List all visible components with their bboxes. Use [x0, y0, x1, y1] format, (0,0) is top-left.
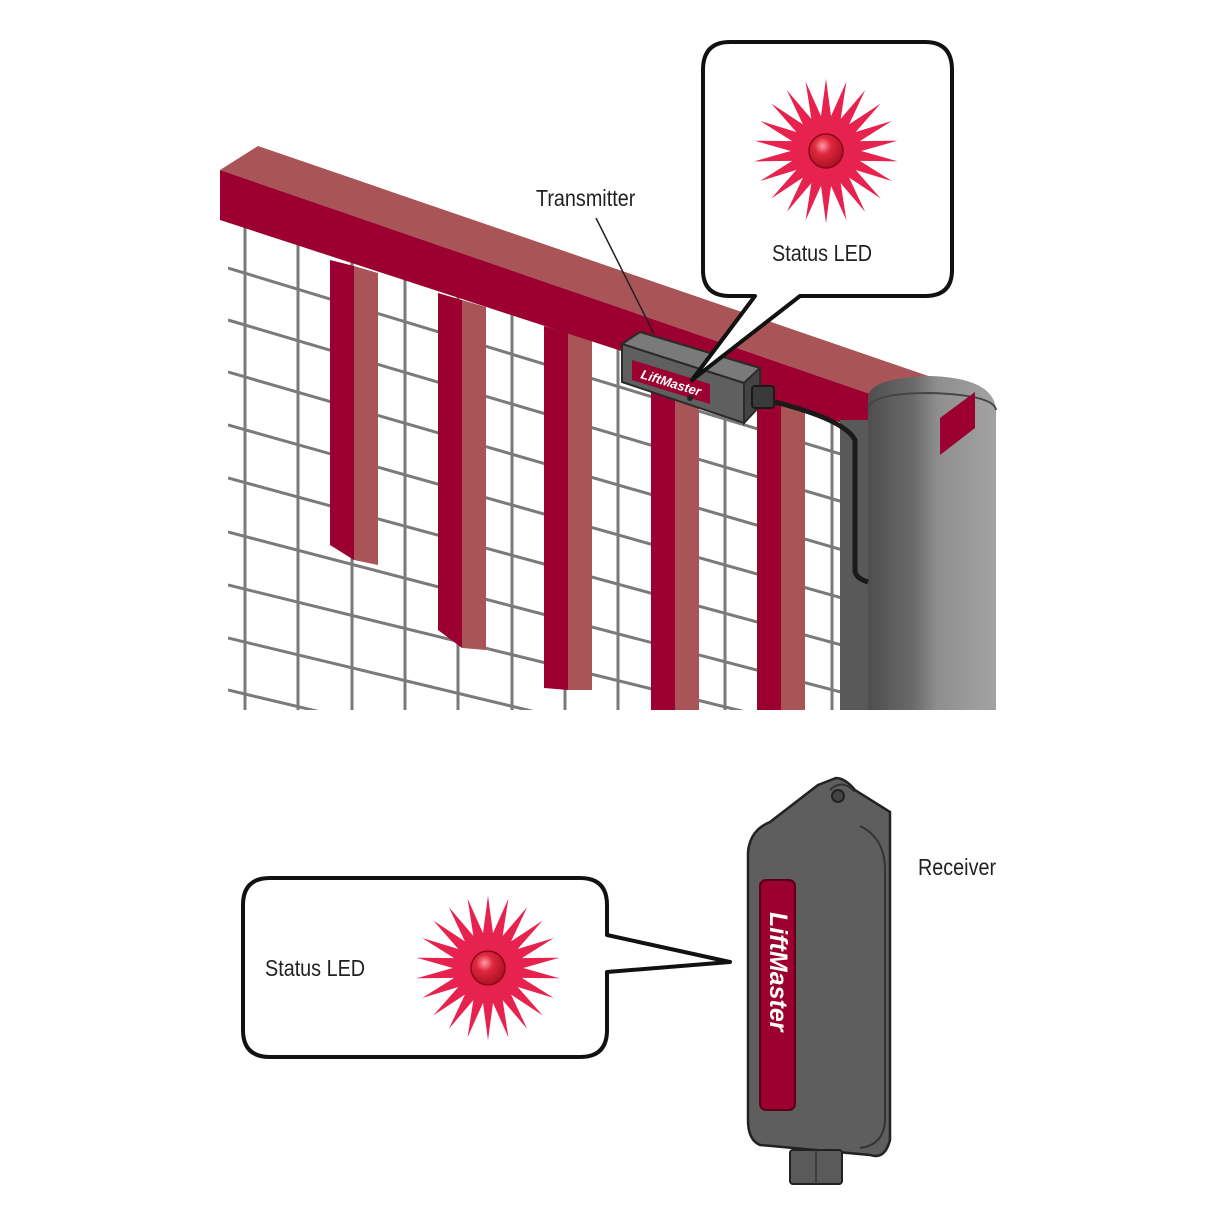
picket [781, 397, 805, 710]
transmitter-status-led-label: Status LED [772, 240, 873, 266]
picket [438, 293, 462, 648]
picket [544, 326, 568, 690]
gate-pickets [330, 260, 805, 710]
picket [568, 333, 592, 690]
receiver-device: LiftMaster [746, 776, 892, 1185]
receiver-status-led-label: Status LED [265, 955, 366, 981]
transmitter-label: Transmitter [536, 185, 636, 211]
transmitter-cable [774, 399, 869, 585]
picket [462, 300, 486, 650]
transmitter-device: LiftMaster [619, 330, 775, 426]
starburst-icon [410, 889, 566, 1047]
picket [354, 266, 378, 565]
transmitter-leader-line [595, 217, 655, 335]
receiver-label: Receiver [918, 854, 997, 880]
picket [651, 358, 675, 710]
transmitter-status-callout [690, 40, 954, 382]
starburst-icon [748, 72, 904, 230]
picket [757, 390, 781, 710]
transmitter-led-icon [687, 395, 693, 401]
gate-post [840, 376, 997, 710]
picket [675, 365, 699, 710]
picket [330, 260, 354, 560]
receiver-brand-logo: LiftMaster [764, 912, 792, 1033]
receiver-status-callout [241, 876, 732, 1059]
